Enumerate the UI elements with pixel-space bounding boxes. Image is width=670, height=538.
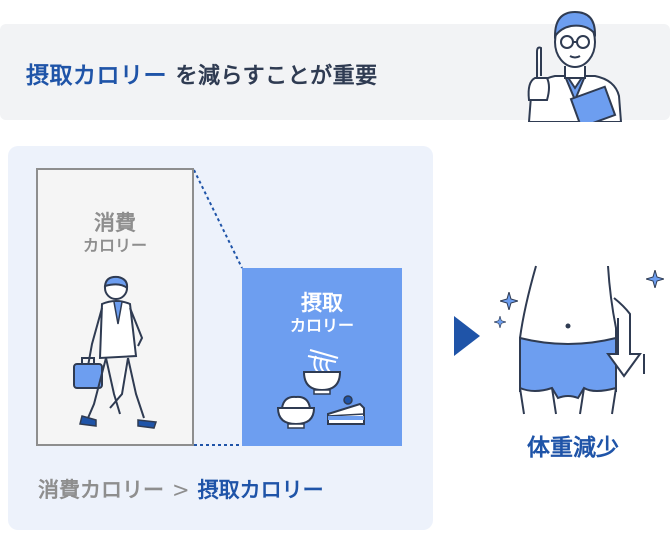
- intake-label-line2: カロリー: [289, 316, 354, 336]
- title-highlight: 摂取カロリー: [26, 63, 167, 89]
- arrow-right-icon: [454, 316, 480, 356]
- intake-label-line1: 摂取: [301, 291, 343, 315]
- walking-businessman-icon: [73, 275, 158, 429]
- cake-icon: [327, 395, 365, 425]
- comparison-right: 摂取カロリー: [197, 478, 324, 502]
- sparkle-icon-small: [494, 316, 506, 328]
- consumed-label-line2: カロリー: [82, 236, 147, 256]
- sparkle-icon: [500, 292, 518, 310]
- noodle-bowl-icon: [302, 349, 342, 395]
- comparison-left: 消費カロリー: [38, 478, 164, 502]
- doctor-illustration: [527, 10, 623, 122]
- sparkle-icon-right: [646, 270, 664, 288]
- title-rest: を減らすことが重要: [175, 64, 378, 89]
- page-title: 摂取カロリー を減らすことが重要: [26, 56, 378, 90]
- comparison-symbol: >: [172, 478, 190, 502]
- waist-icon: [519, 265, 645, 415]
- consumed-calorie-label: 消費 カロリー: [36, 210, 194, 256]
- comparison-statement: 消費カロリー > 摂取カロリー: [38, 474, 324, 504]
- intake-calorie-box: [242, 268, 402, 446]
- consumed-label-line1: 消費: [94, 211, 136, 235]
- intake-calorie-label: 摂取 カロリー: [242, 290, 402, 336]
- rice-bowl-icon: [276, 395, 316, 429]
- result-label: 体重減少: [527, 435, 619, 461]
